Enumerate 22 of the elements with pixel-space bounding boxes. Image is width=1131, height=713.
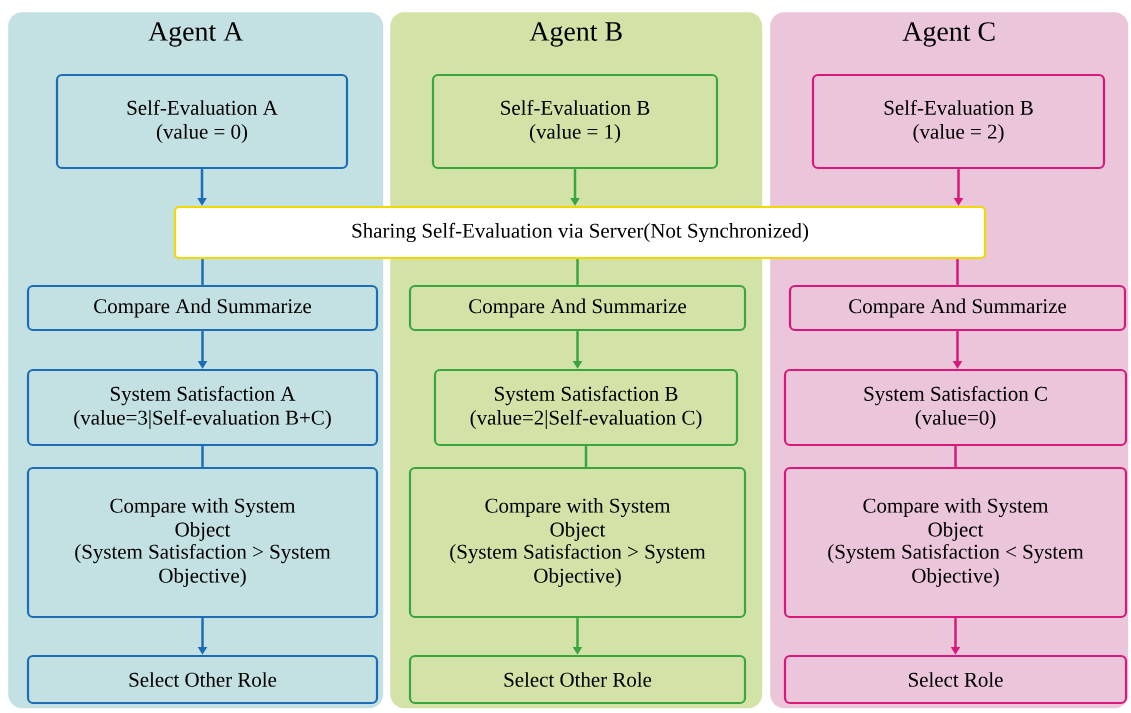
self-evaluation-box: Self-Evaluation A (value = 0) <box>55 73 349 170</box>
comparison-box: Compare with System Object (System Satisfaction > System Objective) <box>26 466 379 619</box>
satisfaction-box: System Satisfaction A (value=3|Self-evaluation B+C) <box>26 368 379 447</box>
process-box: Compare And Summarize <box>408 284 747 332</box>
comparison-box: Compare with System Object (System Satisfaction > System Objective) <box>408 466 747 619</box>
comparison-box: Compare with System Object (System Satisfaction < System Objective) <box>783 466 1128 619</box>
role-box: Select Role <box>783 654 1128 705</box>
connector-line <box>954 446 957 467</box>
connector-line <box>201 259 204 285</box>
connector-line <box>584 446 588 467</box>
role-box: Select Other Role <box>408 654 747 705</box>
self-evaluation-box: Self-Evaluation B (value = 1) <box>431 73 719 170</box>
satisfaction-box: System Satisfaction C (value=0) <box>783 368 1128 447</box>
connector-line <box>576 259 579 285</box>
server-box: Sharing Self-Evaluation via Server(Not Synchronized) <box>173 205 987 260</box>
process-box: Compare And Summarize <box>788 284 1127 332</box>
connector-line <box>201 446 204 467</box>
satisfaction-box: System Satisfaction B (value=2|Self-evaluation C) <box>433 368 739 447</box>
role-box: Select Other Role <box>26 654 379 705</box>
connector-line <box>956 259 959 285</box>
self-evaluation-box: Self-Evaluation B (value = 2) <box>811 73 1106 170</box>
process-box: Compare And Summarize <box>26 284 379 332</box>
